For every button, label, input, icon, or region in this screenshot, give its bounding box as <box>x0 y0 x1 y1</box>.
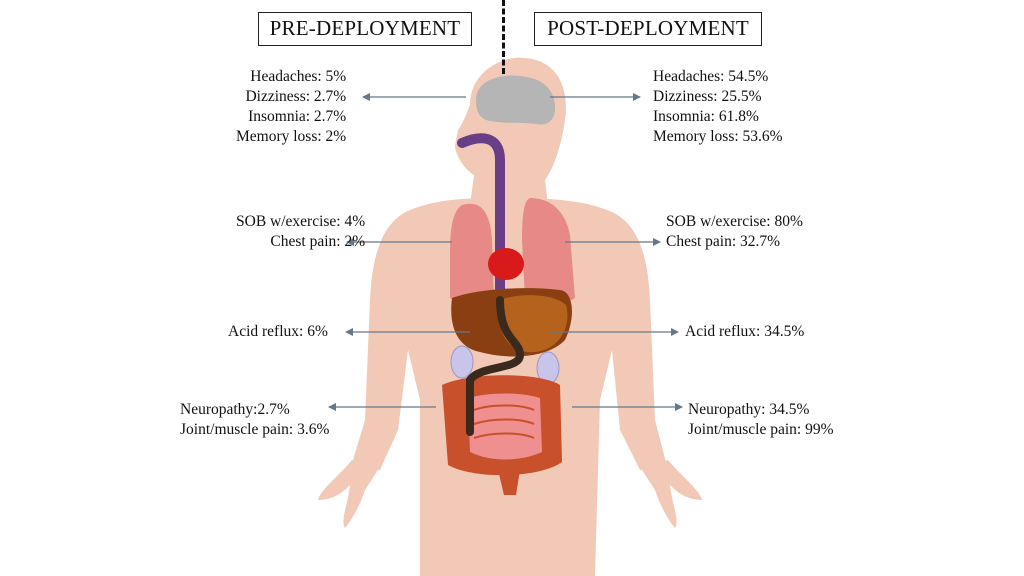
post-deployment-header: POST-DEPLOYMENT <box>534 12 762 46</box>
arrows <box>328 93 683 411</box>
symptom-line: Headaches: 54.5% <box>653 68 769 85</box>
lungs-organ <box>450 198 575 304</box>
symptom-line: SOB w/exercise: 80% <box>666 213 803 230</box>
chest-symptoms-pre: SOB w/exercise: 4% Chest pain: 2% <box>236 212 365 252</box>
kidneys-organ <box>450 345 560 385</box>
symptom-line: Insomnia: 61.8% <box>653 108 759 125</box>
symptom-line: Insomnia: 2.7% <box>248 108 347 125</box>
center-divider <box>502 0 505 74</box>
stomach-organ <box>500 295 568 353</box>
symptom-line: Neuropathy:2.7% <box>180 401 290 418</box>
symptom-line: Acid reflux: 6% <box>228 323 328 340</box>
symptom-line: Dizziness: 2.7% <box>245 88 347 105</box>
head-symptoms-pre: Headaches: 5% Dizziness: 2.7% Insomnia: … <box>236 67 346 147</box>
heart-organ <box>488 248 524 280</box>
esophagus-organ <box>457 133 505 295</box>
symptom-line: Acid reflux: 34.5% <box>685 323 805 340</box>
symptom-line: Headaches: 5% <box>250 68 347 85</box>
head-symptoms-post: Headaches: 54.5% Dizziness: 25.5% Insomn… <box>653 67 783 147</box>
symptom-line: Joint/muscle pain: 3.6% <box>180 421 330 438</box>
stomach-symptoms-post: Acid reflux: 34.5% <box>685 322 804 342</box>
symptom-line: Neuropathy: 34.5% <box>688 401 810 418</box>
stomach-symptoms-pre: Acid reflux: 6% <box>228 322 328 342</box>
symptom-line: Memory loss: 2% <box>236 128 347 145</box>
chest-symptoms-post: SOB w/exercise: 80% Chest pain: 32.7% <box>666 212 803 252</box>
symptom-line: Joint/muscle pain: 99% <box>688 421 834 438</box>
brain-organ <box>476 75 556 125</box>
pre-deployment-header: PRE-DEPLOYMENT <box>258 12 472 46</box>
intestines-organ <box>442 296 562 495</box>
symptom-line: Dizziness: 25.5% <box>653 88 762 105</box>
symptom-line: Chest pain: 2% <box>270 233 366 250</box>
symptom-line: SOB w/exercise: 4% <box>236 213 366 230</box>
symptom-line: Chest pain: 32.7% <box>666 233 781 250</box>
lower-symptoms-post: Neuropathy: 34.5% Joint/muscle pain: 99% <box>688 400 834 440</box>
symptom-line: Memory loss: 53.6% <box>653 128 783 145</box>
lower-symptoms-pre: Neuropathy:2.7% Joint/muscle pain: 3.6% <box>180 400 329 440</box>
